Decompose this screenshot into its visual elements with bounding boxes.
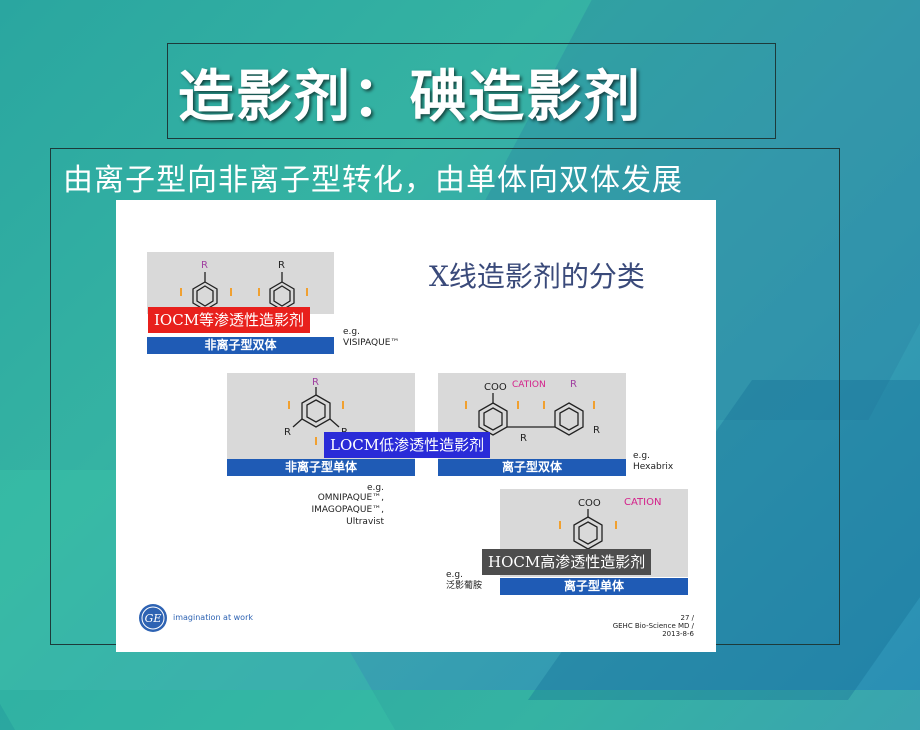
category-bar-nonionic-monomer: 非离子型单体 [227,459,415,476]
svg-text:CATION: CATION [512,380,546,390]
svg-text:R: R [201,260,208,271]
example-prefix: e.g. [446,570,463,580]
example-product: IMAGOPAQUE™, [311,505,384,515]
logo-tagline: imagination at work [173,613,253,622]
svg-text:R: R [312,377,319,388]
iocm-label: IOCM等渗透性造影剂 [148,307,311,333]
locm-label: LOCM低渗透性造影剂 [324,432,491,458]
category-bar-ionic-monomer: 离子型单体 [500,578,688,595]
svg-text:GE: GE [145,612,162,625]
example-prefix: e.g. [343,327,360,337]
slide-title: X线造影剂的分类 [429,260,645,293]
svg-text:R: R [593,425,600,436]
example-prefix: e.g. [367,483,384,493]
ionic-monomer-structure-icon: COO CATION [559,497,661,550]
subtitle: 由离子型向非离子型转化，由单体向双体发展 [63,163,683,198]
footer-date: 2013-8-6 [662,630,694,638]
footer-page: 27 / [680,614,695,622]
svg-text:COO: COO [578,498,601,509]
category-bar-ionic-dimer: 离子型双体 [438,459,626,476]
structure-panel-iocm: R R [147,252,334,314]
example-product: 泛影葡胺 [446,581,483,591]
example-prefix: e.g. [633,451,650,461]
svg-text:R: R [284,427,291,438]
example-product: OMNIPAQUE™, [317,493,384,503]
nonionic-dimer-structure-icon: R R [180,260,308,311]
svg-text:R: R [570,379,577,390]
example-product: VISIPAQUE™ [343,338,400,348]
svg-text:CATION: CATION [624,497,661,508]
ge-logo-icon: GE [139,604,167,632]
example-product: Ultravist [346,517,384,527]
category-bar-nonionic-dimer: 非离子型双体 [147,337,334,354]
svg-text:R: R [520,433,527,444]
title-box: 造影剂：碘造影剂 [167,43,776,139]
embedded-slide-image: X线造影剂的分类 R R IOCM等渗透性造影剂 非离子型双体 e.g. VIS… [116,200,716,652]
ionic-dimer-structure-icon: COO CATION R R R [465,379,600,444]
svg-text:COO: COO [484,382,507,393]
svg-text:R: R [278,260,285,271]
footer-org: GEHC Bio-Science MD / [612,622,694,630]
example-product: Hexabrix [633,462,674,472]
page-title: 造影剂：碘造影剂 [178,65,642,130]
hocm-label: HOCM高渗透性造影剂 [482,549,652,575]
